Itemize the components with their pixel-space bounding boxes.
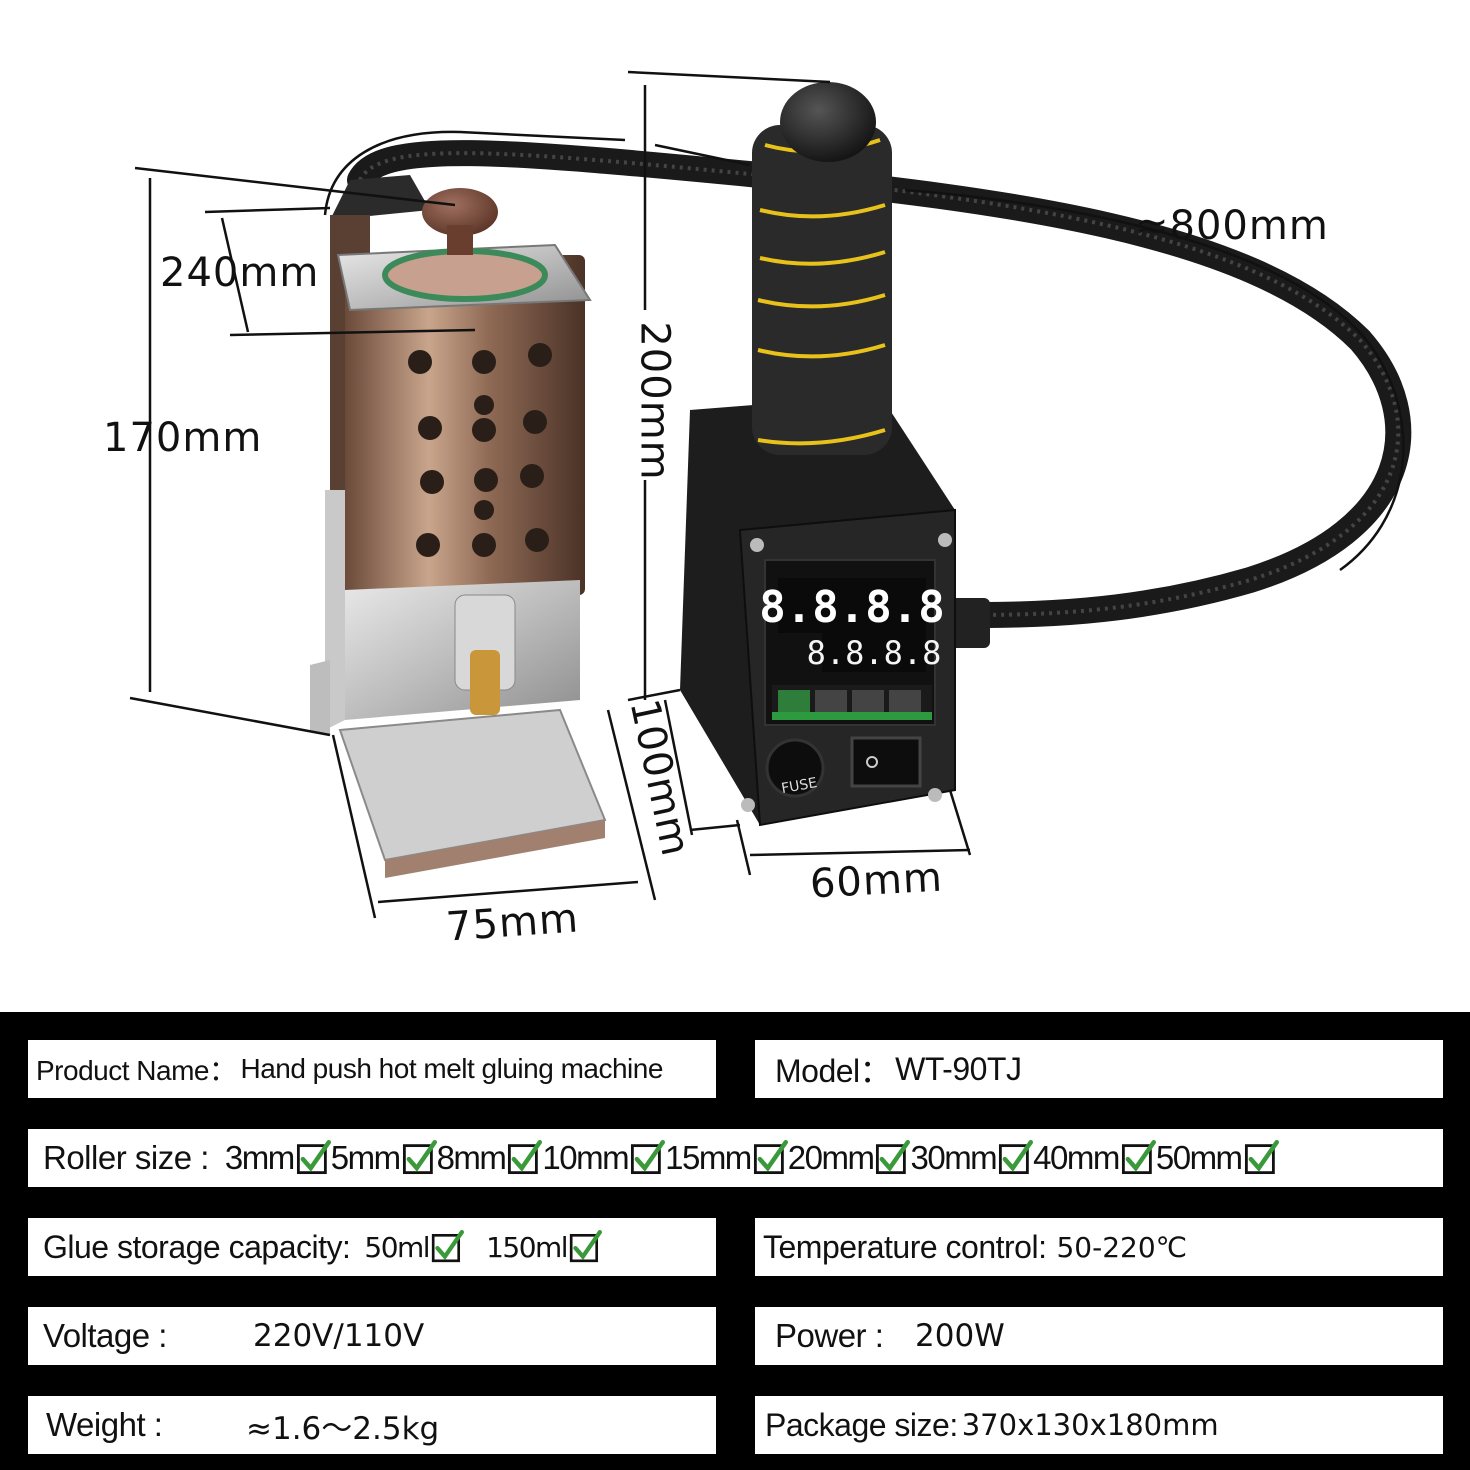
handle-stripes — [757, 138, 886, 446]
checkbox-checked-icon — [996, 1140, 1034, 1176]
roller-size-option[interactable]: 50mm — [1156, 1139, 1279, 1177]
glue-storage-option-label: 50ml — [364, 1230, 430, 1264]
checkbox-checked-icon — [429, 1230, 465, 1264]
spec-voltage: Voltage : 220V/110V — [28, 1307, 716, 1365]
handle — [752, 82, 892, 455]
roller-size-option-label: 10mm — [542, 1139, 629, 1176]
power-label: Power : — [775, 1317, 884, 1354]
roller-size-option-label: 30mm — [910, 1139, 997, 1176]
product-name-value: Hand push hot melt gluing machine — [240, 1053, 663, 1084]
roller-size-option[interactable]: 10mm — [542, 1139, 666, 1177]
roller-size-option[interactable]: 3mm — [225, 1139, 331, 1177]
roller-size-option-label: 8mm — [436, 1139, 507, 1176]
glue-storage-label: Glue storage capacity: — [43, 1228, 351, 1265]
vent-holes — [408, 343, 552, 557]
roller-size-option[interactable]: 40mm — [1033, 1139, 1156, 1177]
dim-base-width: 75mm — [444, 895, 581, 951]
weight-value: ≈1.6～2.5kg — [246, 1410, 440, 1447]
down-button[interactable] — [852, 690, 884, 712]
roller-size-option-label: 40mm — [1033, 1139, 1120, 1176]
checkbox-checked-icon — [400, 1140, 437, 1176]
checkbox-checked-icon — [751, 1140, 788, 1176]
power-cable — [347, 140, 1412, 648]
roller-size-option[interactable]: 5mm — [331, 1139, 437, 1177]
glue-storage-option[interactable]: 150ml — [486, 1230, 603, 1264]
up-button[interactable] — [889, 690, 921, 712]
spec-package-size: Package size: 370x130x180mm — [755, 1396, 1443, 1454]
model-label: Model： — [775, 1053, 892, 1089]
fuse-label: FUSE — [780, 775, 818, 797]
dim-cable-length: ≈800mm — [1135, 203, 1329, 249]
checkbox-checked-icon — [873, 1140, 911, 1176]
product-name-label: Product Name： — [36, 1055, 237, 1086]
power-value: 200W — [915, 1318, 1005, 1354]
checkbox-checked-icon — [628, 1140, 666, 1176]
glue-storage-option[interactable]: 50ml — [364, 1230, 465, 1264]
temperature-value: 50-220℃ — [1056, 1230, 1188, 1264]
weight-label: Weight : — [46, 1406, 163, 1443]
product-illustration: 8.8.8.8 8.8.8.8 FUSE — [129, 70, 1412, 919]
spec-weight: Weight : ≈1.6～2.5kg — [28, 1396, 716, 1454]
dim-handle-height: 200mm — [631, 321, 678, 481]
voltage-label: Voltage : — [43, 1317, 167, 1354]
fuse-holder[interactable] — [765, 738, 825, 798]
checkbox-checked-icon — [505, 1140, 543, 1176]
spec-table: Product Name： Hand push hot melt gluing … — [0, 1012, 1470, 1470]
roller-size-options: 3mm 5mm 8mm 10mm 15mm 20mm 30mm 40mm 50mm — [225, 1139, 1279, 1177]
package-label: Package size: — [765, 1406, 958, 1443]
spec-temperature: Temperature control: 50-220℃ — [755, 1218, 1443, 1276]
roller-size-option-label: 20mm — [787, 1139, 875, 1176]
spec-glue-storage: Glue storage capacity: 50ml 150ml — [28, 1218, 716, 1276]
model-value: WT-90TJ — [895, 1050, 1022, 1087]
roller-size-option-label: 15mm — [665, 1139, 752, 1176]
product-figure: 8.8.8.8 8.8.8.8 FUSE — [103, 70, 1412, 951]
checkbox-checked-icon — [294, 1140, 331, 1176]
roller-size-option-label: 50mm — [1155, 1139, 1243, 1176]
checkbox-checked-icon — [567, 1230, 603, 1264]
voltage-value: 220V/110V — [253, 1318, 425, 1354]
temperature-label: Temperature control: — [763, 1228, 1047, 1265]
dim-box-width: 60mm — [808, 854, 944, 908]
glue-storage-options: 50ml 150ml — [364, 1230, 624, 1264]
glue-storage-option-label: 150ml — [486, 1230, 569, 1264]
spec-power: Power : 200W — [755, 1307, 1443, 1365]
spec-roller-size: Roller size : 3mm 5mm 8mm 10mm 15mm 20mm 30mm 4… — [28, 1129, 1443, 1187]
roller-size-option[interactable]: 30mm — [910, 1139, 1034, 1177]
display-bottom: 8.8.8.8 — [807, 634, 942, 672]
dim-pot-height: 170mm — [103, 415, 263, 461]
roller-size-label: Roller size : — [43, 1139, 209, 1176]
spec-model: Model： WT-90TJ — [755, 1040, 1443, 1098]
shift-button[interactable] — [815, 690, 847, 712]
spec-product-name: Product Name： Hand push hot melt gluing … — [28, 1040, 716, 1098]
package-value: 370x130x180mm — [961, 1408, 1219, 1442]
stand-tray — [310, 490, 607, 878]
dim-pot-diameter: 240mm — [160, 250, 320, 296]
roller-size-option[interactable]: 15mm — [665, 1139, 788, 1177]
power-switch[interactable] — [850, 736, 922, 788]
checkbox-checked-icon — [1242, 1140, 1279, 1176]
display-top: 8.8.8.8 — [759, 582, 944, 633]
roller-size-option-label: 5mm — [330, 1139, 401, 1176]
roller-size-option[interactable]: 20mm — [788, 1139, 911, 1177]
roller-size-option[interactable]: 8mm — [437, 1139, 543, 1177]
set-button[interactable] — [778, 690, 810, 712]
roller-size-option-label: 3mm — [224, 1139, 295, 1176]
dimension-lines — [129, 70, 1405, 919]
checkbox-checked-icon — [1119, 1140, 1156, 1176]
control-box: 8.8.8.8 8.8.8.8 FUSE — [680, 395, 956, 827]
